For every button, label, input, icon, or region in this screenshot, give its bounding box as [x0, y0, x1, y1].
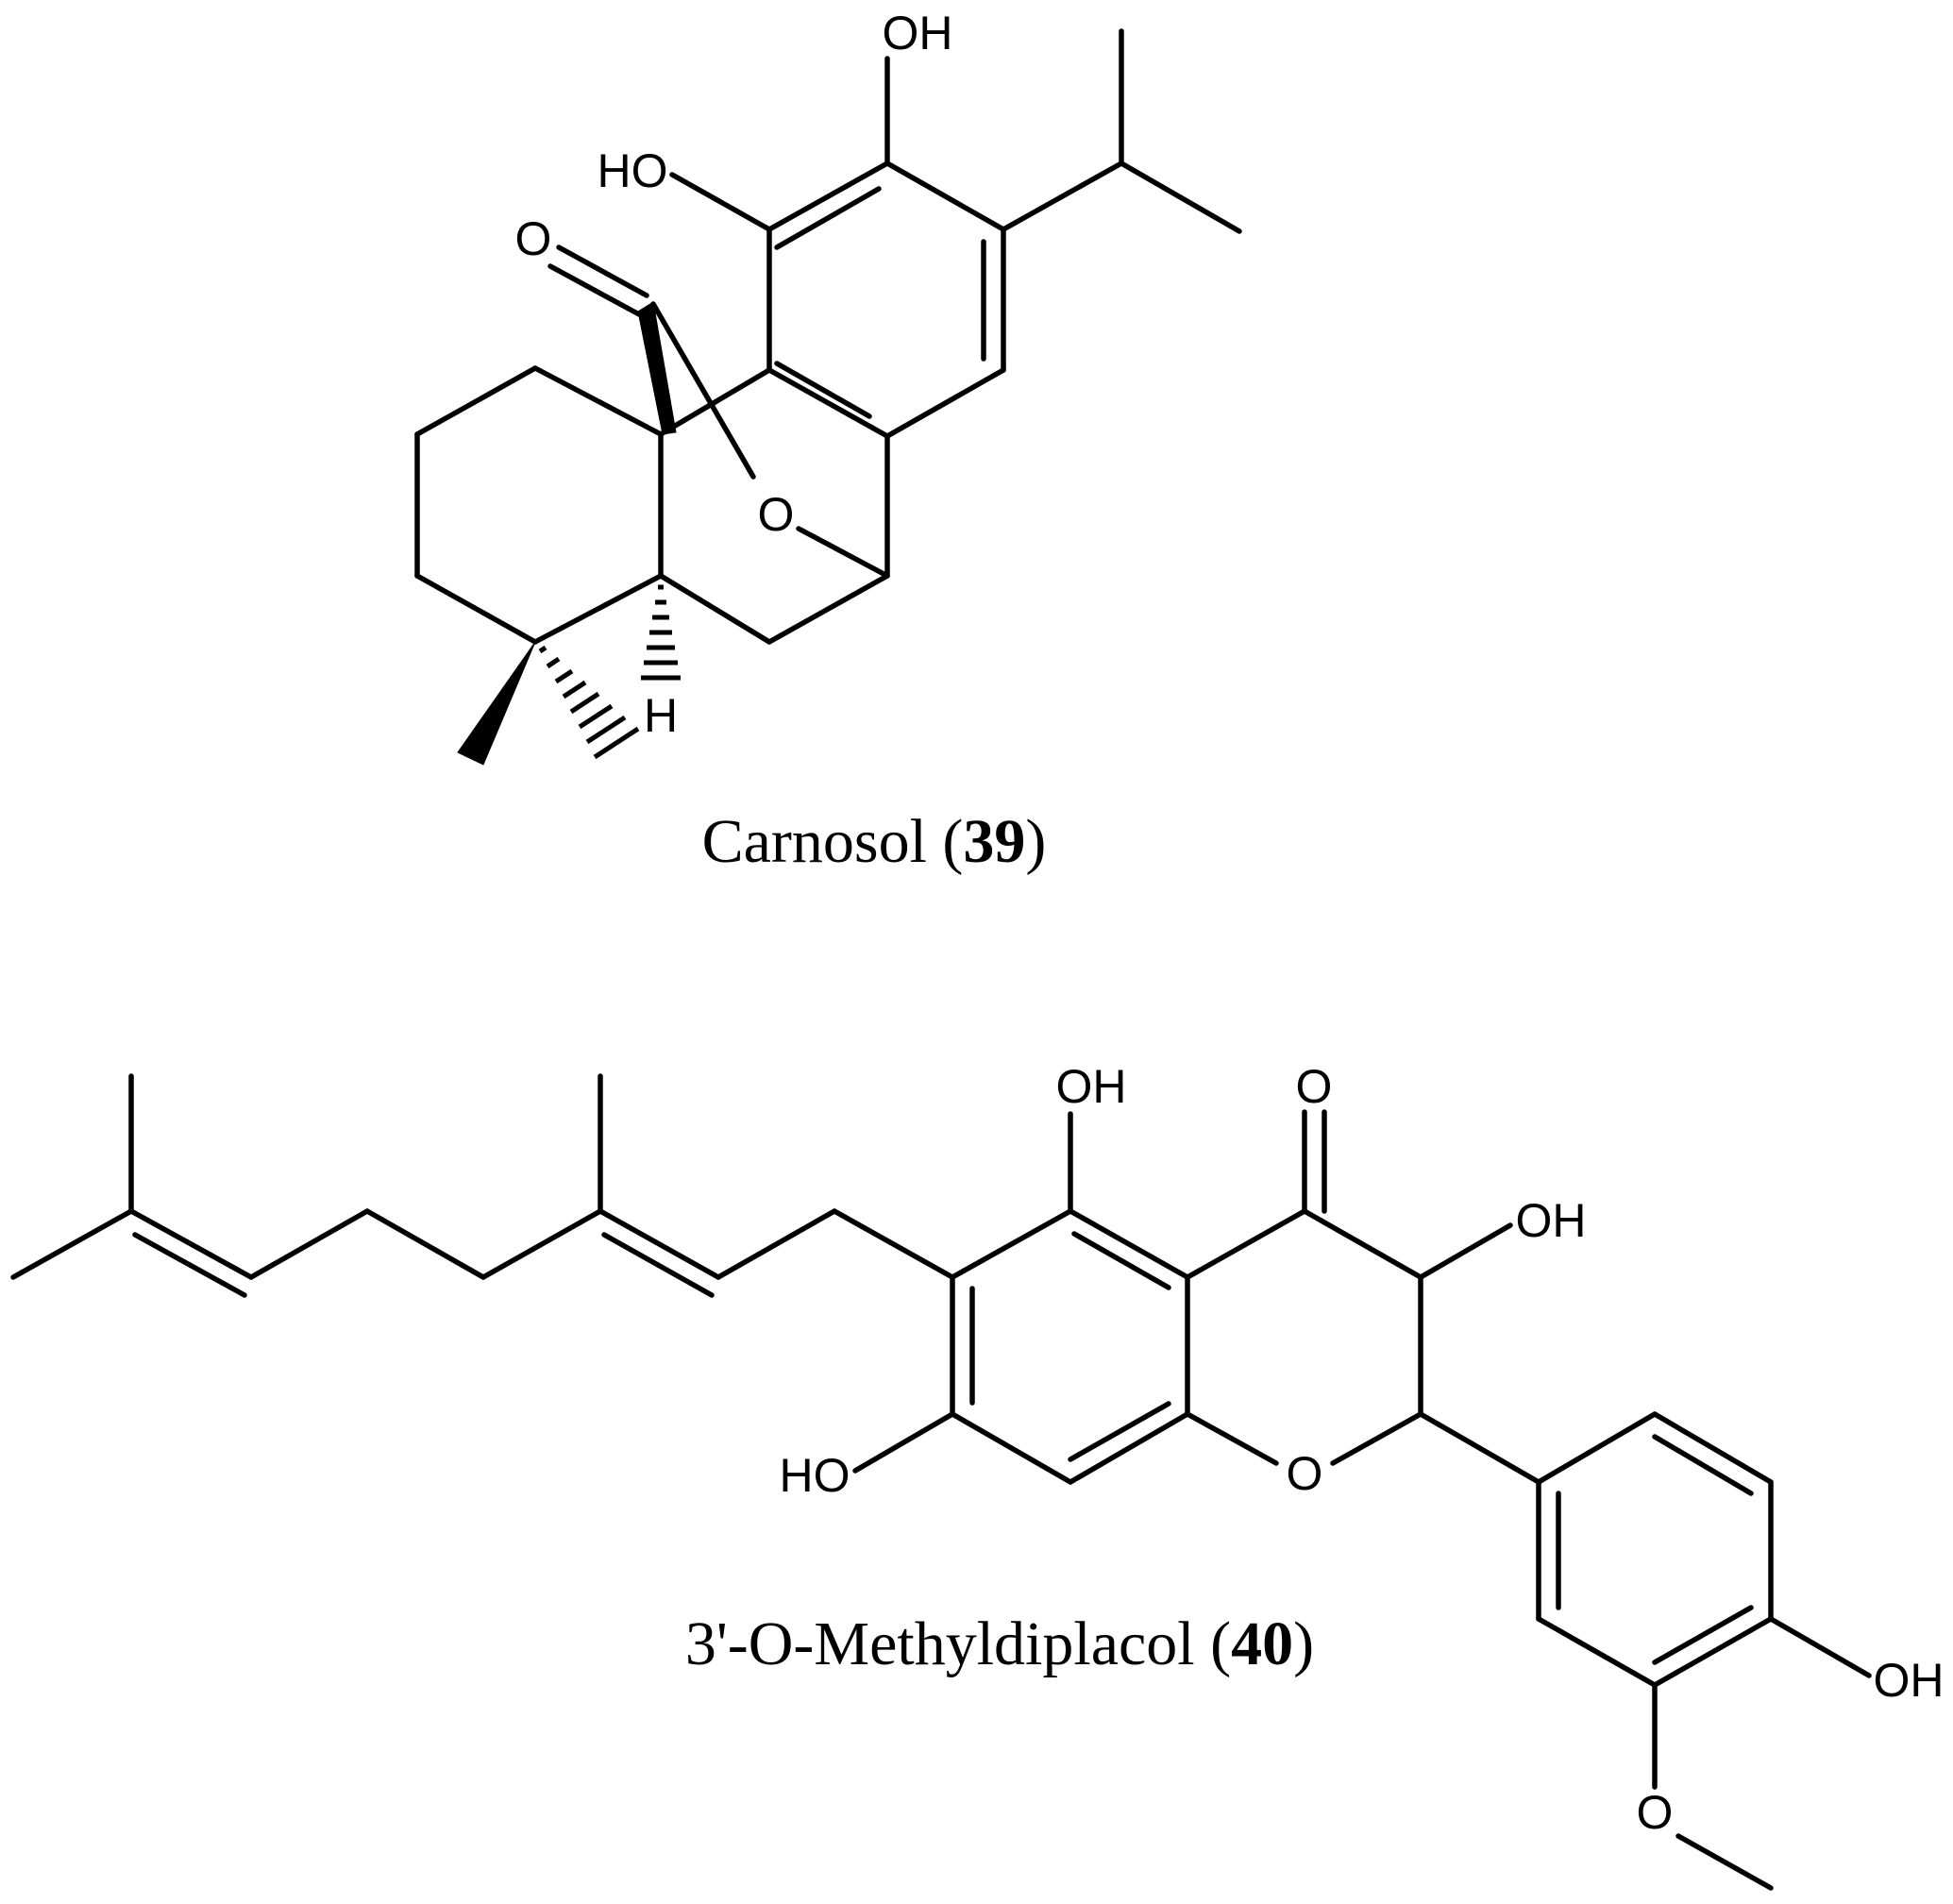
- atom-label-o: O: [515, 212, 552, 265]
- bond: [248, 1208, 370, 1280]
- wedge-bond: [457, 641, 536, 766]
- bond-double-inner: [1652, 1605, 1754, 1665]
- bond: [950, 1411, 1073, 1485]
- bond-double-inner: [132, 1232, 247, 1298]
- bond: [480, 1208, 603, 1280]
- atom-label-o: O: [1296, 1060, 1333, 1113]
- methyldiplacol-structure: OH O OH HO O OH O 3'-O-Methyldiplacol (4…: [10, 1060, 1945, 1891]
- bond: [1652, 1616, 1774, 1688]
- bond: [414, 573, 538, 645]
- bond: [1302, 1208, 1423, 1280]
- bond: [1536, 1411, 1658, 1485]
- bond: [1768, 1616, 1872, 1678]
- bond: [852, 1411, 955, 1474]
- bond: [658, 367, 772, 437]
- atom-label-o: O: [1637, 1786, 1674, 1839]
- atom-label-o: O: [758, 488, 795, 541]
- bond: [766, 367, 890, 439]
- bond: [556, 244, 649, 298]
- bond: [1652, 1411, 1774, 1485]
- bond: [1001, 160, 1124, 232]
- bond: [532, 365, 664, 437]
- bond: [832, 1208, 955, 1280]
- bond-double-inner: [601, 1232, 715, 1298]
- bond: [658, 573, 772, 645]
- bond: [950, 1208, 1073, 1280]
- bond: [532, 573, 664, 645]
- atom-label-oh: OH: [1874, 1654, 1945, 1707]
- bond: [669, 172, 772, 232]
- compound-number: 39: [963, 807, 1025, 876]
- bond: [1068, 1411, 1190, 1485]
- bond: [1675, 1833, 1774, 1891]
- bond-double-inner: [1652, 1434, 1754, 1496]
- bond: [716, 1208, 837, 1280]
- bond: [364, 1208, 486, 1280]
- bond: [1418, 1411, 1541, 1485]
- atom-label-ho: HO: [598, 144, 668, 197]
- bond: [598, 1208, 721, 1280]
- bond: [650, 301, 756, 480]
- carnosol-structure: OH HO O O H Carnosol (39): [414, 7, 1242, 876]
- compound-caption-40: 3'-O-Methyldiplacol (40): [685, 1609, 1314, 1678]
- hashed-bond: [538, 645, 640, 760]
- bond: [766, 573, 890, 645]
- compound-name: 3'-O-Methyldiplacol: [685, 1609, 1195, 1678]
- wedge-bond: [637, 301, 677, 435]
- bond: [1536, 1616, 1658, 1688]
- atom-label-oh: OH: [883, 7, 953, 59]
- bond-double-inner: [774, 186, 882, 250]
- atom-label-ho: HO: [780, 1449, 850, 1502]
- compound-name: Carnosol: [702, 807, 927, 876]
- bond: [414, 365, 538, 437]
- bond: [1330, 1411, 1423, 1466]
- bond: [1185, 1411, 1279, 1466]
- bond: [128, 1208, 254, 1280]
- bond: [1068, 1208, 1190, 1280]
- compound-caption-39: Carnosol (39): [702, 807, 1047, 876]
- bond-double-inner: [774, 361, 872, 419]
- bond: [884, 367, 1006, 439]
- bond: [1185, 1208, 1307, 1280]
- bond: [10, 1208, 134, 1280]
- bond: [1119, 160, 1242, 234]
- atom-label-oh: OH: [1056, 1060, 1127, 1113]
- atom-label-o: O: [1287, 1447, 1323, 1500]
- bond: [547, 263, 642, 317]
- bond: [796, 526, 890, 579]
- bond: [766, 160, 890, 232]
- bond: [1418, 1222, 1513, 1280]
- compound-number: 40: [1231, 1609, 1293, 1678]
- atom-label-h: H: [644, 689, 678, 742]
- atom-label-oh: OH: [1516, 1194, 1587, 1247]
- bond-double-inner: [1071, 1231, 1171, 1290]
- hashed-bond-h: [641, 584, 681, 681]
- bond-double-inner: [1068, 1401, 1171, 1462]
- bond: [884, 160, 1006, 232]
